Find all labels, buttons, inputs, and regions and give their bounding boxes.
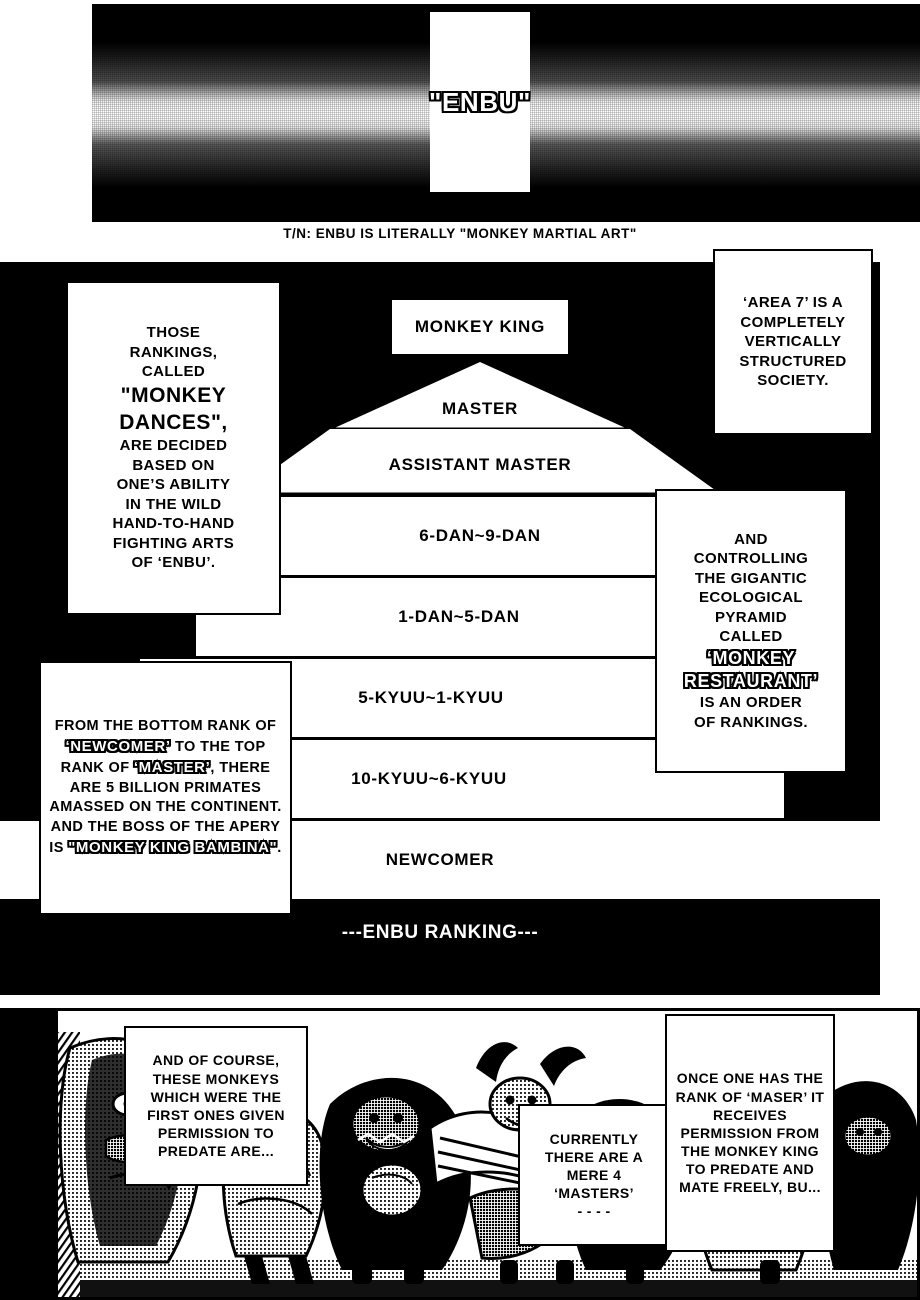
bubble-area-7: ‘AREA 7’ IS A COMPLETELY VERTICALLY STRU… bbox=[713, 249, 873, 435]
line-rankings: RANKINGS, bbox=[129, 343, 218, 361]
line-are-decided: ARE DECIDED bbox=[119, 437, 228, 455]
bubble-once-one-has-rank-text: ONCE ONE HAS THE RANK OF ‘MASER’ IT RECE… bbox=[675, 1070, 825, 1196]
line-ones-ability: ONE’S ABILITY bbox=[116, 476, 231, 494]
bubble-and-of-course: AND OF COURSE, THESE MONKEYS WHICH WERE … bbox=[124, 1026, 308, 1186]
currently-line: CURRENTLY THERE ARE A MERE 4 ‘MASTERS’ bbox=[544, 1130, 644, 1202]
line-and: AND bbox=[734, 530, 768, 548]
seg-master-shout: ‘MASTER’ bbox=[132, 757, 211, 777]
bubble-monkey-restaurant-text: AND CONTROLLING THE GIGANTIC ECOLOGICAL … bbox=[657, 526, 845, 737]
currently-dashes: - - - - bbox=[577, 1203, 611, 1220]
line-ecological: ECOLOGICAL bbox=[699, 589, 803, 607]
enbu-ranking-caption: ---ENBU RANKING--- bbox=[0, 921, 880, 945]
seg-newcomer-shout: ‘NEWCOMER’ bbox=[64, 737, 172, 757]
pyramid-tier-6dan-9dan-label: 6-DAN~9-DAN bbox=[419, 526, 541, 545]
monkey-king-label: MONKEY KING bbox=[414, 317, 546, 336]
pyramid-tier-master: MASTER bbox=[330, 392, 630, 426]
enbu-title-plate: "ENBU" bbox=[428, 12, 532, 192]
bubble-and-of-course-text: AND OF COURSE, THESE MONKEYS WHICH WERE … bbox=[147, 1052, 285, 1160]
seg-five-billion: , THERE ARE 5 BILLION PRIMATES AMASSED O… bbox=[49, 759, 282, 856]
line-monkey-restaurant: ‘MONKEY RESTAURANT’ bbox=[682, 646, 819, 692]
seg-period: . bbox=[277, 839, 282, 856]
pyramid-tier-assistant-master: ASSISTANT MASTER bbox=[238, 448, 722, 482]
pyramid-tier-10kyuu-6kyuu-label: 10-KYUU~6-KYUU bbox=[351, 769, 507, 788]
pyramid-tier-1dan-5dan: 1-DAN~5-DAN bbox=[196, 575, 722, 656]
bubble-monkey-restaurant: AND CONTROLLING THE GIGANTIC ECOLOGICAL … bbox=[655, 489, 847, 773]
line-is-an-order: IS AN ORDER bbox=[699, 694, 803, 712]
line-those: THOSE bbox=[146, 324, 201, 342]
line-monkey-dances: "MONKEY DANCES", bbox=[119, 383, 228, 434]
panel-top-splash: "ENBU" bbox=[92, 4, 920, 222]
bubble-those-rankings: THOSE RANKINGS, CALLED "MONKEY DANCES", … bbox=[66, 281, 281, 615]
line-of-enbu: OF ‘ENBU’. bbox=[131, 554, 216, 572]
bubble-once-one-has-rank: ONCE ONE HAS THE RANK OF ‘MASER’ IT RECE… bbox=[665, 1014, 835, 1252]
enbu-ranking-caption-text: ---ENBU RANKING--- bbox=[340, 921, 539, 945]
pyramid-tier-1dan-5dan-label: 1-DAN~5-DAN bbox=[398, 607, 520, 626]
line-in-the-wild: IN THE WILD bbox=[125, 495, 222, 513]
line-pyramid: PYRAMID bbox=[715, 608, 787, 626]
pyramid-tier-newcomer-label: NEWCOMER bbox=[385, 850, 495, 869]
translator-note: T/N: ENBU IS LITERALLY "MONKEY MARTIAL A… bbox=[283, 226, 637, 241]
line-of-rankings: OF RANKINGS. bbox=[694, 713, 808, 731]
line-based-on: BASED ON bbox=[132, 456, 215, 474]
bubble-area-7-text: ‘AREA 7’ IS A COMPLETELY VERTICALLY STRU… bbox=[739, 294, 847, 390]
bubble-those-rankings-text: THOSE RANKINGS, CALLED "MONKEY DANCES", … bbox=[68, 319, 279, 577]
enbu-title-text: "ENBU" bbox=[428, 85, 532, 118]
line-fighting-arts: FIGHTING ARTS bbox=[112, 534, 235, 552]
bubble-currently-four-masters: CURRENTLY THERE ARE A MERE 4 ‘MASTERS’ -… bbox=[518, 1104, 670, 1246]
line-called: CALLED bbox=[141, 363, 206, 381]
seg-to-top-rank: TO THE TOP RANK OF bbox=[60, 739, 266, 776]
pyramid-tier-5kyuu-1kyuu-label: 5-KYUU~1-KYUU bbox=[358, 688, 504, 707]
bubble-currently-four-masters-text: CURRENTLY THERE ARE A MERE 4 ‘MASTERS’ -… bbox=[520, 1126, 668, 1225]
seg-from-bottom: FROM THE BOTTOM RANK OF bbox=[54, 718, 277, 735]
line-the-gigantic: THE GIGANTIC bbox=[694, 569, 808, 587]
bubble-from-the-bottom-rank: FROM THE BOTTOM RANK OF ‘NEWCOMER’ TO TH… bbox=[39, 661, 292, 915]
line-called2: CALLED bbox=[719, 628, 783, 646]
seg-bambina-shout: "MONKEY KING BAMBINA" bbox=[67, 837, 278, 857]
monkey-king-box: MONKEY KING bbox=[390, 298, 570, 356]
pyramid-tier-master-label: MASTER bbox=[442, 399, 518, 418]
bubble-from-the-bottom-rank-text: FROM THE BOTTOM RANK OF ‘NEWCOMER’ TO TH… bbox=[41, 713, 290, 862]
line-controlling: CONTROLLING bbox=[693, 550, 809, 568]
line-hand-to-hand: HAND-TO-HAND bbox=[112, 515, 235, 533]
pyramid-tier-6dan-9dan: 6-DAN~9-DAN bbox=[238, 494, 722, 575]
pyramid-tier-assistant-master-label: ASSISTANT MASTER bbox=[388, 455, 572, 474]
